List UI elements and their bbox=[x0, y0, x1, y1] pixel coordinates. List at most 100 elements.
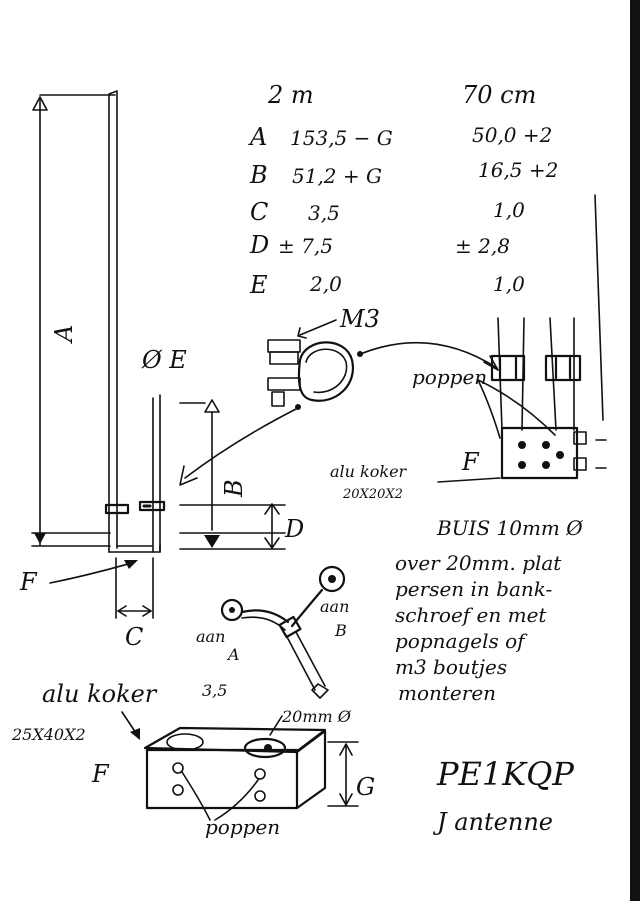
coax-end bbox=[311, 683, 329, 699]
f-label-mid: F bbox=[461, 448, 480, 476]
detail-rivet bbox=[542, 461, 550, 469]
f-label-left: F bbox=[19, 568, 38, 596]
dim-b-arrow-top bbox=[204, 399, 220, 413]
wire-b bbox=[290, 588, 324, 628]
detail-block bbox=[500, 426, 579, 480]
table-row-2m-value: 3,5 bbox=[308, 201, 340, 225]
antenne-label: J antenne bbox=[432, 808, 553, 836]
dim-d-label: D bbox=[284, 515, 304, 543]
dim-35-label: 3,5 bbox=[202, 681, 227, 700]
note-line: m3 boutjes bbox=[395, 655, 507, 679]
coax-cable bbox=[285, 634, 316, 691]
poppen-block bbox=[490, 354, 526, 382]
wire-a bbox=[240, 609, 290, 624]
dim-b-arrow-bottom bbox=[204, 535, 220, 548]
table-row-key: D bbox=[249, 231, 269, 259]
detail-rivet bbox=[556, 451, 564, 459]
box-top-hole bbox=[166, 733, 204, 751]
poppen-bottom-arrow bbox=[214, 779, 259, 821]
m3-pointer bbox=[299, 319, 337, 336]
box-top-hole bbox=[243, 737, 287, 759]
note-line: popnagels of bbox=[395, 629, 528, 653]
table-row-key: A bbox=[248, 123, 267, 151]
diameter-e-label: Ø E bbox=[141, 346, 187, 374]
alu-koker-small-arrow bbox=[437, 477, 501, 483]
box-side bbox=[295, 729, 327, 810]
clamp-detail: M3 bbox=[267, 305, 499, 410]
clamp-inner bbox=[305, 348, 348, 394]
scan-edge bbox=[630, 0, 640, 901]
table-row-2m-value: 2,0 bbox=[309, 272, 342, 296]
detail-side-block bbox=[573, 457, 587, 471]
lug-b-hole bbox=[328, 575, 336, 583]
note-line: BUIS 10mm Ø bbox=[436, 516, 583, 540]
connection-detail: aan A aan B bbox=[196, 565, 349, 699]
hole-20-label: 20mm Ø bbox=[281, 707, 352, 726]
poppen-block bbox=[544, 354, 582, 382]
dim-a-label: A bbox=[50, 325, 78, 344]
g-label: G bbox=[356, 773, 375, 801]
box-hole-dot bbox=[264, 744, 272, 752]
clamp-dot bbox=[295, 404, 301, 410]
feed-block bbox=[138, 500, 166, 512]
radiator-top bbox=[108, 90, 118, 95]
feed-block-detail: poppen F alu koker 20X20X2 bbox=[330, 194, 607, 502]
box-front bbox=[145, 748, 299, 810]
lug-a-hole bbox=[229, 607, 235, 613]
table-row-2m-value: 51,2 + G bbox=[292, 164, 382, 188]
m3-pointer-head bbox=[297, 327, 307, 339]
detail-long-line bbox=[594, 194, 604, 421]
poppen-bottom-label: poppen bbox=[205, 815, 280, 839]
dim-a-arrow-top bbox=[32, 96, 48, 111]
table-row-2m-value: 153,5 − G bbox=[290, 126, 393, 150]
assembly-note: BUIS 10mm Ø over 20mm. plat persen in ba… bbox=[395, 516, 583, 705]
detail-side-block bbox=[573, 431, 587, 445]
clamp-bolt-block bbox=[267, 339, 301, 353]
dim-b-label: B bbox=[220, 479, 248, 498]
note-line: schroef en met bbox=[395, 603, 547, 627]
table-row-2m-value: ± 7,5 bbox=[278, 234, 333, 258]
table-header-2m: 2 m bbox=[267, 81, 314, 109]
aan-b-letter: B bbox=[334, 621, 347, 640]
size-big-arrowhead bbox=[130, 728, 140, 740]
coax-joint bbox=[278, 615, 302, 639]
aan-a-letter: A bbox=[226, 645, 240, 664]
wire-a2 bbox=[241, 616, 286, 631]
alu-koker-small-label: alu koker bbox=[330, 462, 408, 481]
dimension-table: 2 m 70 cm A 153,5 − G 50,0 +2 B 51,2 + G… bbox=[248, 81, 558, 299]
clamp-to-feed-arrow bbox=[184, 407, 299, 479]
dim-c-label: C bbox=[125, 623, 143, 651]
detail-pipe bbox=[549, 317, 557, 431]
f-label-bottom: F bbox=[91, 760, 110, 788]
box-rivet bbox=[172, 762, 184, 774]
size-big-label: 25X40X2 bbox=[11, 725, 86, 744]
table-row-70cm-value: ± 2,8 bbox=[455, 234, 510, 258]
dim-d-arrow-top bbox=[264, 503, 280, 515]
dim-d-arrow-bottom bbox=[264, 537, 280, 549]
table-row-key: C bbox=[250, 198, 268, 226]
dim-g-arrows bbox=[339, 743, 353, 806]
clamp-to-detail-arrow bbox=[357, 341, 498, 369]
alu-koker-big-label: alu koker bbox=[42, 680, 158, 708]
clamp-bolt-block bbox=[269, 351, 299, 365]
box-rivet bbox=[254, 768, 266, 780]
note-line: over 20mm. plat bbox=[395, 551, 562, 575]
alu-koker-small-size: 20X20X2 bbox=[342, 487, 403, 502]
alu-koker-block: alu koker 3,5 25X40X2 20mm Ø F G poppen bbox=[11, 680, 375, 839]
poppen-bottom-arrow bbox=[181, 771, 211, 821]
lug-b bbox=[318, 565, 346, 593]
detail-rivet bbox=[518, 441, 526, 449]
table-row-70cm-value: 16,5 +2 bbox=[478, 158, 558, 182]
dim-a-arrow-bottom bbox=[34, 533, 46, 544]
j-antenna-drawing: A B D C F Ø E bbox=[19, 90, 304, 651]
table-row-key: B bbox=[249, 161, 268, 189]
poppen-label: poppen bbox=[412, 365, 487, 389]
clamp-to-detail-dot bbox=[357, 351, 363, 357]
poppen-arrow bbox=[477, 379, 501, 439]
feed-block bbox=[104, 503, 130, 515]
dim-c-arrows bbox=[117, 605, 152, 617]
coax-cable bbox=[295, 631, 326, 687]
note-line: persen in bank- bbox=[395, 577, 553, 601]
table-row-70cm-value: 1,0 bbox=[493, 272, 525, 296]
